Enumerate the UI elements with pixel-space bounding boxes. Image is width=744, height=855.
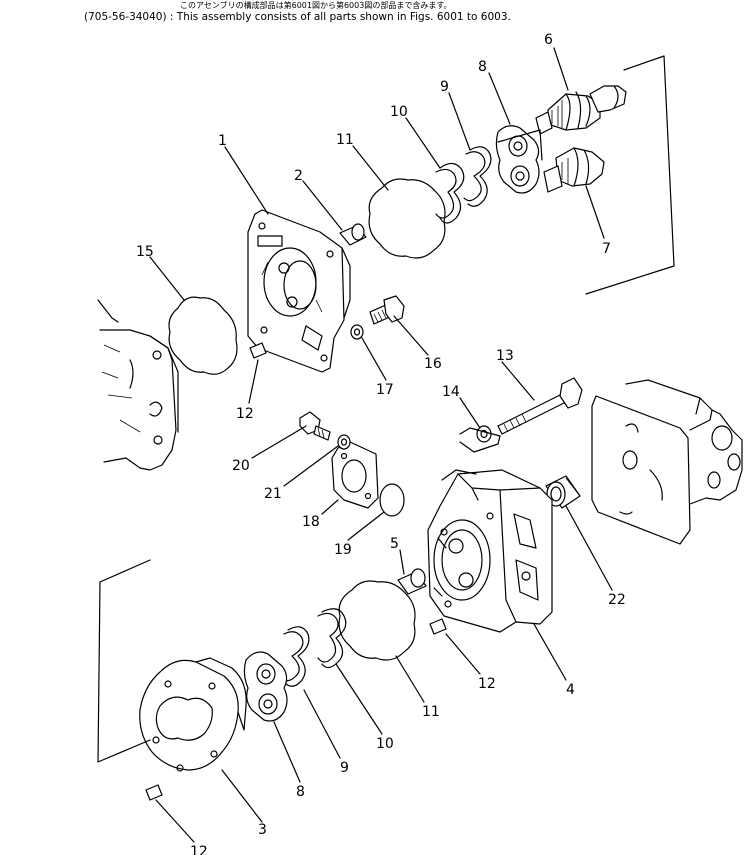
part-13-long-bolt	[497, 377, 583, 435]
figure-header: このアセンブリの構成部品は第6001図から第6003図の部品まで含みます。 (7…	[0, 0, 744, 26]
callout-4: 4	[566, 682, 575, 698]
part-10-seal-lower	[317, 608, 347, 669]
callout-18: 18	[302, 514, 320, 530]
callout-17: 17	[376, 382, 394, 398]
callout-7: 7	[602, 241, 611, 257]
part-3-gear-housing	[139, 657, 247, 772]
part-9-seal-lower	[281, 626, 310, 687]
left-mounting-housing	[97, 299, 179, 471]
part-14-washer	[476, 425, 492, 443]
callout-15: 15	[136, 244, 154, 260]
part-12-pin-middle	[429, 618, 447, 635]
header-note-japanese: このアセンブリの構成部品は第6001図から第6003図の部品まで含みます。	[180, 1, 452, 10]
part-9-seal-upper	[463, 146, 492, 207]
part-10-seal-upper	[435, 162, 465, 224]
part-8-wear-plate-upper	[495, 125, 540, 194]
callout-12-lower: 12	[190, 844, 208, 855]
callout-20: 20	[232, 458, 250, 474]
part-2-dowel-pin	[339, 223, 367, 246]
callout-11-upper: 11	[336, 132, 354, 148]
callout-16: 16	[424, 356, 442, 372]
callout-21: 21	[264, 486, 282, 502]
part-12-pin-upper	[249, 342, 267, 359]
callout-2: 2	[294, 168, 303, 184]
part-20-bolt	[299, 411, 331, 441]
callout-12-middle: 12	[478, 676, 496, 692]
callout-6: 6	[544, 32, 553, 48]
callout-5: 5	[390, 536, 399, 552]
callout-10-lower: 10	[376, 736, 394, 752]
part-11-gasket-lower	[338, 580, 416, 661]
callout-14: 14	[442, 384, 460, 400]
part-19-o-ring	[379, 483, 405, 517]
part-4-front-cover	[427, 469, 553, 633]
callout-11-lower: 11	[422, 704, 440, 720]
assembly-bracket-lines	[97, 55, 675, 763]
part-6-drive-gear-shaft	[535, 85, 627, 135]
callout-10-upper: 10	[390, 104, 408, 120]
part-1-flange-plate	[247, 209, 351, 373]
part-5-dowel-pin	[397, 568, 427, 595]
part-7-driven-gear	[543, 147, 605, 193]
callout-9-lower: 9	[340, 760, 349, 776]
part-17-washer	[350, 324, 364, 340]
callout-13: 13	[496, 348, 514, 364]
header-note-english: (705-56-34040) : This assembly consists …	[84, 11, 511, 23]
part-16-bolt	[369, 295, 405, 325]
callout-22: 22	[608, 592, 626, 608]
callout-labels: 1 2 3 4 5 6 7 8 8 9 9 10 10 11 11 12 12 …	[136, 32, 626, 855]
part-8-wear-plate-lower	[243, 651, 288, 722]
callout-leader-lines	[149, 47, 613, 843]
part-12-pin-lower	[145, 784, 163, 801]
callout-3: 3	[258, 822, 267, 838]
callout-19: 19	[334, 542, 352, 558]
callout-8-lower: 8	[296, 784, 305, 800]
callout-8-upper: 8	[478, 59, 487, 75]
callout-9-upper: 9	[440, 79, 449, 95]
part-15-gasket	[168, 296, 238, 375]
part-11-gasket-upper	[368, 178, 446, 259]
callout-1: 1	[218, 133, 227, 149]
part-18-flange	[331, 441, 379, 509]
callout-12-upper: 12	[236, 406, 254, 422]
right-pump-housing	[591, 379, 743, 545]
part-21-washer	[337, 434, 351, 450]
